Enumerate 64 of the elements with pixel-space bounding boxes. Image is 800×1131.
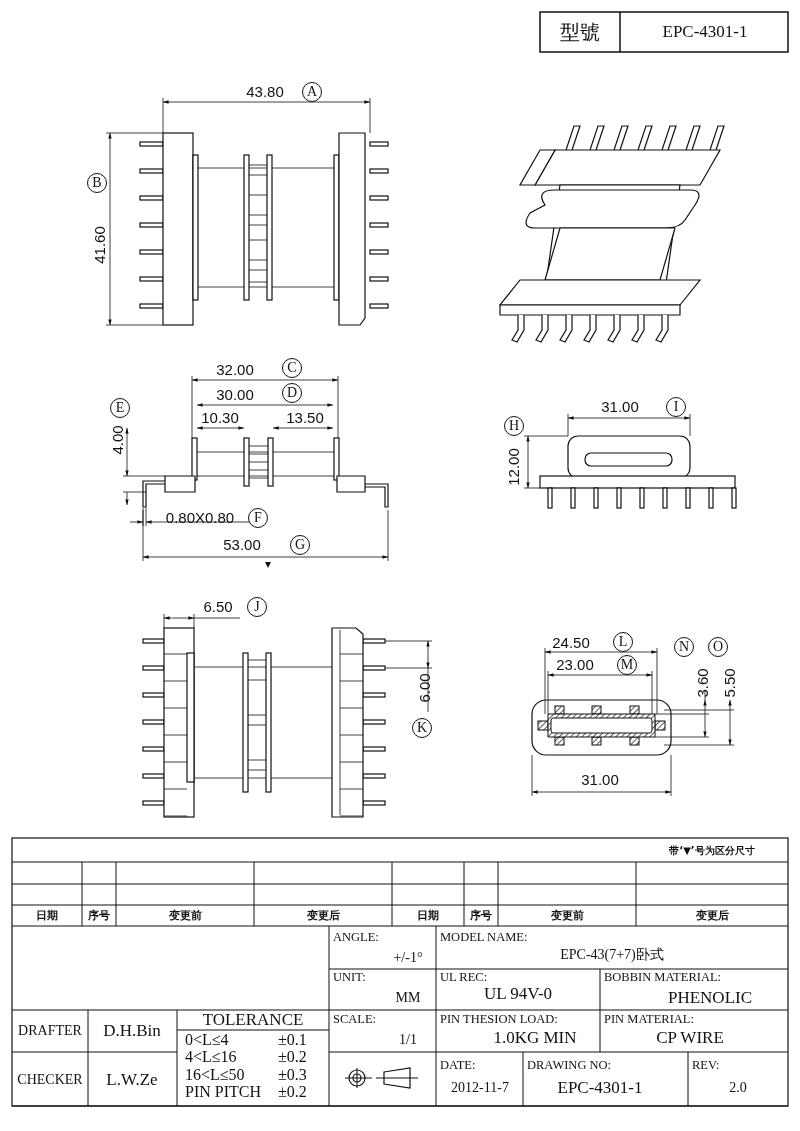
note-text: 带‘▼’号为区分尺寸 [669, 844, 755, 856]
tolerance-range: 0<L≤4 [185, 1031, 229, 1049]
field-label: PIN MATERIAL: [604, 1013, 694, 1027]
column-header: 变更后 [695, 909, 729, 923]
field-value: PHENOLIC [667, 988, 753, 1008]
dimension-value: 6.00 [416, 673, 434, 703]
dimension-value: 4.00 [109, 425, 127, 455]
field-label: TOLERANCE [202, 1010, 304, 1030]
field-label: DRAFTER [18, 1023, 82, 1039]
field-value: 1.0KG MIN [493, 1028, 577, 1048]
dimension-value: 23.00 [556, 656, 594, 674]
tolerance-value: ±0.3 [278, 1066, 307, 1084]
column-header: 日期 [36, 909, 58, 923]
column-header: 日期 [417, 909, 439, 923]
dimension-value: 32.00 [216, 361, 254, 379]
field-value: EPC-43(7+7)卧式 [560, 947, 664, 963]
field-value: 1/1 [399, 1032, 417, 1048]
dimension-value: 43.80 [246, 83, 284, 101]
dimension-value: 24.50 [552, 634, 590, 652]
column-header: 变更后 [306, 909, 340, 923]
field-value: EPC-4301-1 [557, 1078, 643, 1098]
dimension-value: 5.50 [721, 668, 739, 698]
column-header: 序号 [470, 909, 492, 923]
field-value: 2012-11-7 [451, 1080, 509, 1096]
tolerance-range: 4<L≤16 [185, 1048, 237, 1066]
field-label: BOBBIN MATERIAL: [604, 971, 722, 985]
field-value: CP WIRE [656, 1028, 724, 1048]
column-header: 变更前 [168, 909, 202, 923]
field-value: 2.0 [729, 1080, 747, 1096]
field-label: UNIT: [333, 971, 366, 985]
title-label: 型號 [560, 21, 600, 43]
field-label: PIN THESION LOAD: [440, 1013, 558, 1027]
field-label: DRAWING NO: [527, 1059, 612, 1073]
dimension-value: 12.00 [505, 448, 523, 486]
tolerance-value: ±0.2 [278, 1083, 307, 1101]
dimension-value: 0.80X0.80 [165, 509, 235, 527]
field-label: MODEL NAME: [440, 931, 528, 945]
field-value: D.H.Bin [103, 1021, 161, 1041]
dimension-value: 31.00 [581, 771, 619, 789]
field-value: MM [395, 990, 421, 1006]
field-label: CHECKER [17, 1072, 83, 1088]
column-header: 变更前 [550, 909, 584, 923]
field-label: DATE: [440, 1059, 476, 1073]
field-label: SCALE: [333, 1013, 377, 1027]
dimension-value: 31.00 [601, 398, 639, 416]
dimension-value: 53.00 [223, 536, 261, 554]
field-value: UL 94V-0 [483, 984, 553, 1004]
tolerance-range: 16<L≤50 [185, 1066, 245, 1084]
field-value: L.W.Ze [106, 1070, 158, 1090]
column-header: 序号 [88, 909, 110, 923]
field-label: UL REC: [440, 971, 488, 985]
tolerance-value: ±0.2 [278, 1048, 307, 1066]
drawing-number: EPC-4301-1 [662, 22, 748, 42]
tolerance-range: PIN PITCH [185, 1083, 261, 1101]
dimension-value: 30.00 [216, 386, 254, 404]
field-value: +/-1° [393, 950, 423, 966]
dimension-value: 6.50 [203, 598, 233, 616]
dimension-value: 41.60 [91, 226, 109, 264]
tolerance-value: ±0.1 [278, 1031, 307, 1049]
field-label: REV: [692, 1059, 720, 1073]
dimension-value: 13.50 [286, 409, 324, 427]
dimension-value: 3.60 [694, 668, 712, 698]
field-label: ANGLE: [333, 931, 379, 945]
dimension-value: 10.30 [201, 409, 239, 427]
